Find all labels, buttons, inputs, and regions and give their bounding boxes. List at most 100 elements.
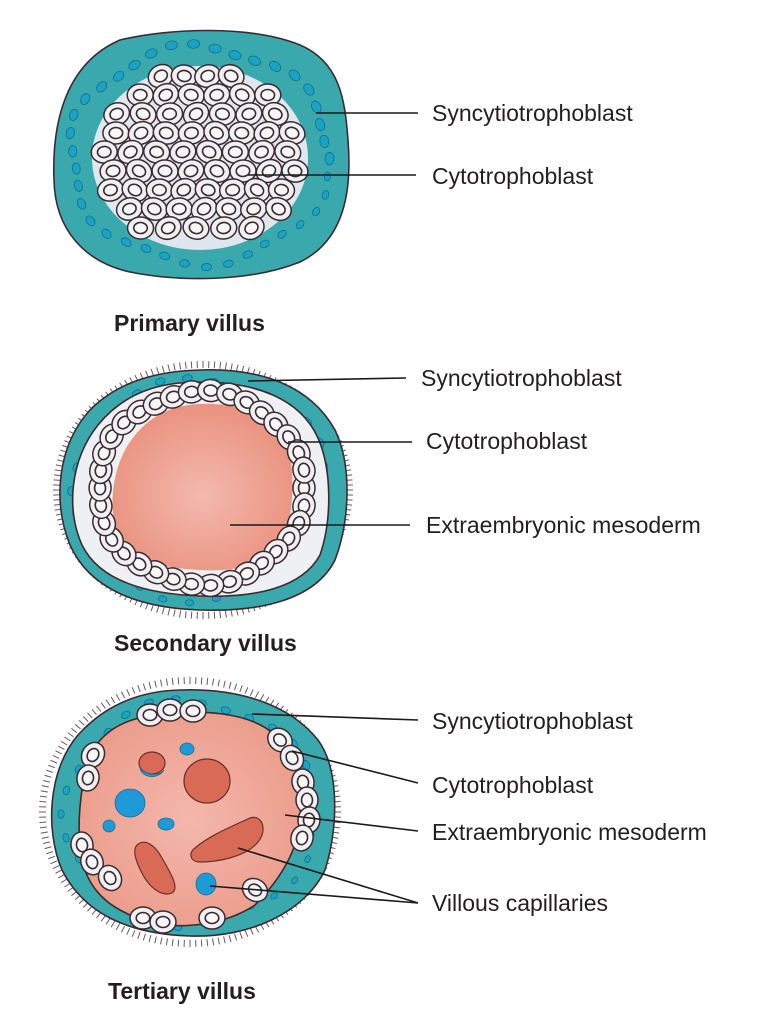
microvillus: [171, 939, 174, 947]
microvillus: [91, 709, 97, 715]
microvillus: [184, 611, 187, 619]
syncytial-nucleus: [208, 43, 222, 54]
microvillus: [160, 937, 163, 945]
syncytial-nucleus: [120, 237, 132, 247]
tertiary-capillary-leader-2: [209, 885, 419, 904]
syncytial-nucleus: [303, 83, 315, 96]
microvillus: [244, 687, 249, 694]
cytotrophoblast-cell: [179, 699, 207, 723]
syncytial-nucleus: [68, 108, 79, 121]
microvillus: [96, 705, 102, 712]
cell-nucleus: [162, 703, 178, 717]
cell-nucleus: [209, 88, 225, 102]
microvillus: [217, 679, 220, 687]
microvillus: [156, 605, 160, 613]
syncytial-nucleus: [62, 785, 70, 796]
cytotrophoblast-cell: [170, 177, 198, 203]
cytotrophoblast-cell: [125, 158, 153, 184]
syncytial-nucleus: [159, 251, 171, 261]
secondary-villus-panel: Syncytiotrophoblast Cytotrophoblast Extr…: [53, 361, 701, 656]
cell-nucleus: [155, 915, 171, 929]
cytotrophoblast-cell: [292, 456, 316, 484]
microvillus: [264, 696, 270, 704]
microvillus: [230, 609, 233, 617]
syncytial-nucleus: [57, 809, 65, 819]
microvillus: [213, 361, 216, 369]
cell-nucleus: [235, 164, 251, 178]
cytotrophoblast-cell: [235, 102, 263, 126]
cell-nucleus: [300, 792, 314, 808]
cell-nucleus: [176, 183, 192, 197]
syncytial-nucleus: [73, 179, 83, 192]
microvillus: [121, 925, 126, 933]
syncytial-nucleus: [201, 263, 212, 272]
cytotrophoblast-cell: [267, 727, 293, 753]
cytotrophoblast-cell: [195, 139, 223, 165]
microvillus: [150, 368, 154, 376]
syncytial-nucleus: [269, 60, 282, 72]
microvillus: [148, 681, 152, 689]
cell-nucleus: [221, 202, 237, 216]
cell-nucleus: [254, 145, 269, 159]
cell-nucleus: [103, 870, 117, 886]
tertiary-cytotrophoblast-label: Cytotrophoblast: [432, 772, 594, 798]
cell-nucleus: [160, 221, 176, 235]
capillary-red-curved: [134, 841, 176, 895]
syncytial-nucleus: [80, 93, 91, 105]
secondary-villus-illustration: [53, 361, 353, 619]
syncytial-nucleus: [101, 228, 112, 239]
cytotrophoblast-cell: [203, 120, 230, 146]
syncytial-nucleus: [85, 215, 96, 227]
microvillus: [43, 841, 51, 845]
cytotrophoblast-cell: [121, 177, 149, 203]
microvillus: [40, 790, 48, 793]
microvillus: [165, 678, 168, 686]
cytotrophoblast-cell: [261, 101, 289, 127]
microvillus: [161, 607, 165, 615]
microvillus: [100, 915, 106, 922]
microvillus: [115, 923, 121, 931]
cell-nucleus: [188, 221, 204, 235]
microvillus: [64, 736, 71, 742]
syncytial-nucleus: [242, 250, 253, 259]
cytotrophoblast-cell: [117, 139, 144, 165]
cytotrophoblast-cell: [210, 216, 238, 240]
cell-nucleus: [271, 202, 286, 216]
primary-syncytiotrophoblast-label: Syncytiotrophoblast: [432, 100, 633, 126]
microvillus: [131, 930, 136, 937]
syncytial-nucleus: [140, 244, 152, 253]
syncytial-nucleus: [68, 145, 78, 158]
cell-nucleus: [183, 126, 199, 140]
microvillus: [126, 928, 131, 935]
microvillus: [249, 689, 254, 696]
cell-nucleus: [285, 750, 299, 766]
microvillus: [154, 680, 157, 688]
primary-villus-panel: Syncytiotrophoblast Cytotrophoblast Prim…: [52, 29, 633, 336]
microvillus: [179, 362, 182, 370]
cytotrophoblast-cell: [102, 121, 130, 145]
primary-cytotrophoblast-mass: [90, 63, 309, 250]
microvillus: [58, 745, 65, 750]
cytotrophoblast-cell: [194, 178, 222, 202]
capillary-blue: [195, 872, 217, 896]
microvillus: [173, 363, 176, 371]
tertiary-mesoderm-label: Extraembryonic mesoderm: [432, 819, 707, 845]
cell-nucleus: [135, 107, 151, 121]
cell-nucleus: [234, 126, 250, 140]
syncytial-nucleus: [324, 152, 335, 166]
cell-nucleus: [267, 107, 283, 121]
tertiary-capillary-leader-1: [237, 847, 419, 904]
cell-nucleus: [105, 164, 121, 178]
capillary-red: [183, 758, 231, 804]
syncytial-nucleus: [277, 229, 287, 239]
cytotrophoblast-cell: [182, 101, 210, 127]
cell-nucleus: [260, 88, 276, 102]
syncytial-nucleus: [179, 259, 191, 268]
cytotrophoblast-cell: [99, 159, 127, 183]
cell-nucleus: [158, 126, 174, 140]
cytotrophoblast-cell: [140, 196, 168, 222]
syncytial-nucleus: [65, 127, 75, 140]
microvillus: [50, 860, 58, 865]
cell-nucleus: [261, 164, 277, 178]
microvillus: [177, 939, 180, 947]
